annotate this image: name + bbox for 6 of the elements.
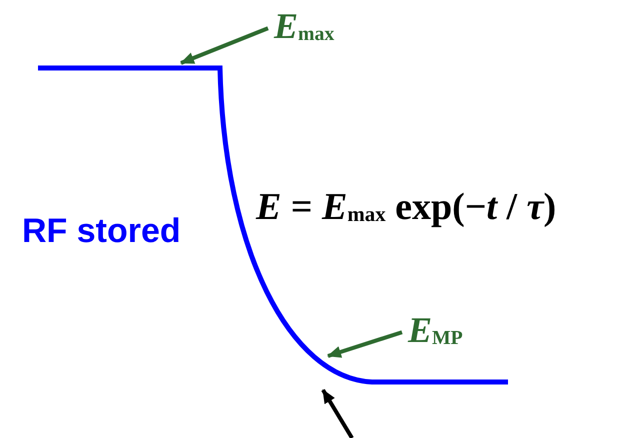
field-label: E$_{MP}$ [408, 312, 463, 349]
pointer-arrow [321, 388, 354, 438]
axis-label: RF stored [22, 214, 181, 248]
leader-line [327, 330, 403, 358]
leader-line [180, 26, 269, 65]
field-label: E$_{max}$ [274, 8, 334, 45]
